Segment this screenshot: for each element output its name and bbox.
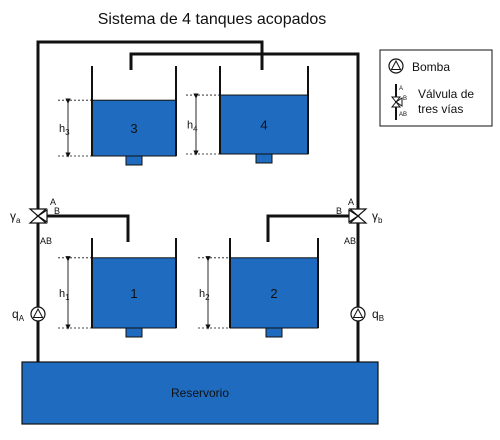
left-valve-port-a: A (50, 197, 56, 207)
reservoir-body (21, 361, 379, 425)
pump-icon (350, 306, 366, 322)
left-valve-label: γa (10, 209, 21, 225)
legend-valve-label-line1: Válvula de (418, 87, 474, 101)
right-valve-port-ab: AB (344, 236, 356, 246)
tank-2: 2 h2 (198, 238, 319, 338)
left-valve-port-b: B (54, 206, 60, 216)
legend-valve-port-b: B (403, 96, 407, 102)
right-valve-port-b: B (336, 206, 342, 216)
tank-number: 3 (130, 121, 137, 136)
tank-1: 1 h1 (58, 238, 177, 338)
triangle-in-circle-icon (388, 58, 404, 74)
right-pump: qB (350, 306, 384, 323)
left-valve-port-ab: AB (40, 236, 52, 246)
left-pump-label: qA (12, 307, 25, 323)
diagram-title: Sistema de 4 tanques acopados (98, 11, 327, 28)
tank-number: 1 (130, 286, 137, 301)
tank-outlet (255, 153, 273, 164)
right-three-way-valve: A B AB γb (336, 197, 383, 246)
pipe-network (36, 40, 360, 362)
three-way-valve-icon (28, 208, 48, 224)
level-label: h1 (59, 288, 70, 302)
left-pump: qA (12, 306, 46, 323)
legend-valve-port-a: A (399, 86, 403, 92)
right-valve-port-a: A (348, 197, 354, 207)
tank-3: 3 h3 (58, 66, 177, 166)
reservoir-label: Reservorio (171, 386, 229, 400)
tank-water (91, 257, 177, 329)
tank-outlet (125, 327, 143, 338)
three-way-valve-icon (390, 84, 403, 120)
pump-icon (30, 306, 46, 322)
tank-number: 4 (260, 118, 267, 133)
legend-valve-port-ab: AB (399, 112, 407, 118)
reservoir: Reservorio (21, 361, 379, 425)
right-pump-label: qB (372, 307, 384, 323)
tank-outlet (265, 327, 283, 338)
tank-outlet (125, 155, 143, 166)
tank-4: 4 h4 (186, 66, 309, 164)
legend-pump-label: Bomba (412, 60, 450, 74)
level-label: h3 (59, 123, 70, 137)
level-label: h4 (187, 120, 198, 134)
legend-valve-label-line2: tres vías (418, 102, 463, 116)
three-way-valve-icon (348, 208, 368, 224)
left-three-way-valve: A B AB γa (10, 197, 60, 246)
level-label: h2 (199, 288, 210, 302)
tank-number: 2 (270, 286, 277, 301)
right-valve-label: γb (372, 209, 383, 225)
legend: Bomba A B AB Válvula de tres vías (379, 49, 493, 127)
